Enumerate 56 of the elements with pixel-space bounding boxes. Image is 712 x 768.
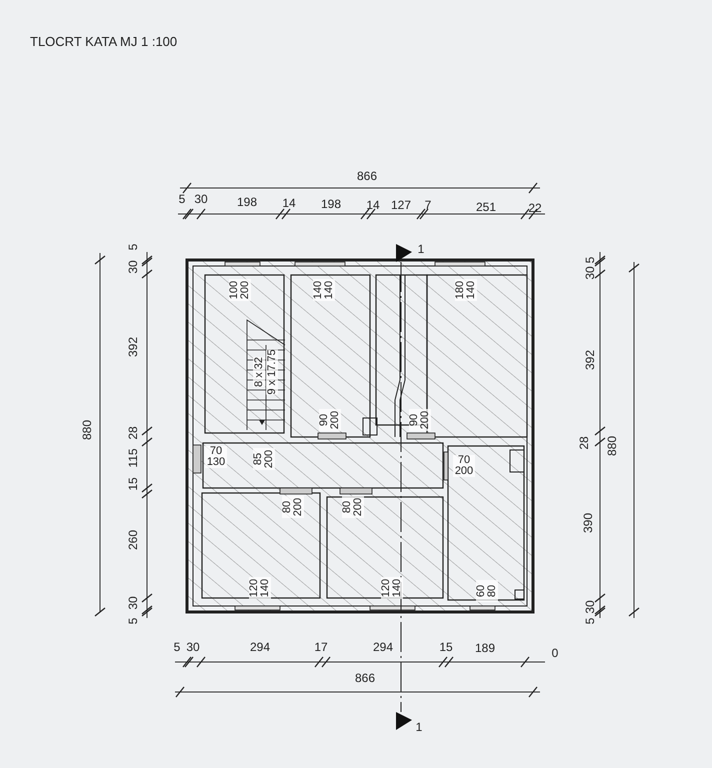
opening-size-label: 180 140 bbox=[455, 279, 477, 301]
dimension-label: 5 bbox=[127, 618, 139, 624]
dimension-label: 294 bbox=[372, 641, 394, 653]
dimension-label: 7 bbox=[424, 199, 432, 211]
dimension-label: 30 bbox=[194, 193, 208, 205]
dimension-label: 866 bbox=[356, 170, 378, 182]
dimension-label: 198 bbox=[236, 196, 258, 208]
opening-size-label: 80 200 bbox=[342, 496, 364, 518]
dimension-label: 866 bbox=[354, 672, 376, 684]
dimension-label: 5 bbox=[174, 641, 180, 653]
dimension-label: 880 bbox=[606, 436, 618, 456]
section-number: 1 bbox=[418, 243, 424, 255]
opening-size-label: 85 200 bbox=[253, 448, 275, 470]
dimension-label: 17 bbox=[314, 641, 328, 653]
dimension-label: 30 bbox=[584, 266, 596, 280]
dimension-label: 127 bbox=[390, 199, 412, 211]
dimension-label: 30 bbox=[186, 641, 200, 653]
stair-label: 8 x 32 bbox=[253, 357, 265, 387]
dimension-label: 0 bbox=[552, 647, 558, 659]
dimension-label: 30 bbox=[127, 260, 139, 274]
dimension-label: 5 bbox=[584, 256, 596, 264]
dimension-label: 189 bbox=[474, 642, 496, 654]
opening-size-label: 90 200 bbox=[319, 409, 341, 431]
opening-size-label: 70 200 bbox=[453, 455, 475, 477]
opening-size-label: 70 130 bbox=[205, 446, 227, 468]
dimension-label: 15 bbox=[439, 641, 453, 653]
dimension-label: 14 bbox=[366, 199, 380, 211]
opening-size-label: 60 80 bbox=[476, 580, 498, 602]
dimension-label: 5 bbox=[127, 244, 139, 250]
dimension-label: 30 bbox=[584, 600, 596, 614]
dimension-label: 880 bbox=[81, 420, 93, 440]
opening-size-label: 140 140 bbox=[313, 279, 335, 301]
dimension-label: 260 bbox=[127, 530, 139, 550]
dimension-label: 115 bbox=[127, 448, 139, 468]
dimension-label: 198 bbox=[320, 198, 342, 210]
dimension-label: 251 bbox=[476, 201, 496, 213]
dimension-label: 392 bbox=[584, 350, 596, 370]
dimension-label: 15 bbox=[127, 477, 139, 491]
section-number: 1 bbox=[416, 721, 422, 733]
opening-size-label: 120 140 bbox=[381, 577, 403, 599]
stair-label: 9 x 17.75 bbox=[266, 349, 278, 395]
opening-size-label: 90 200 bbox=[409, 409, 431, 431]
dimension-label: 5 bbox=[584, 618, 596, 624]
dimension-label: 392 bbox=[127, 336, 139, 358]
dimension-label: 390 bbox=[582, 512, 594, 534]
dimension-label: 28 bbox=[578, 436, 590, 450]
opening-size-label: 80 200 bbox=[282, 496, 304, 518]
opening-size-label: 120 140 bbox=[249, 577, 271, 599]
dimension-label: 294 bbox=[250, 641, 270, 653]
dimension-label: 22 bbox=[528, 202, 542, 214]
dimension-label: 14 bbox=[282, 197, 296, 209]
plan-title: TLOCRT KATA MJ 1 :100 bbox=[30, 36, 178, 48]
dimension-label: 30 bbox=[127, 596, 139, 610]
opening-size-label: 100 200 bbox=[229, 279, 251, 301]
dimension-label: 28 bbox=[127, 426, 139, 440]
dimension-label: 5 bbox=[178, 193, 186, 205]
